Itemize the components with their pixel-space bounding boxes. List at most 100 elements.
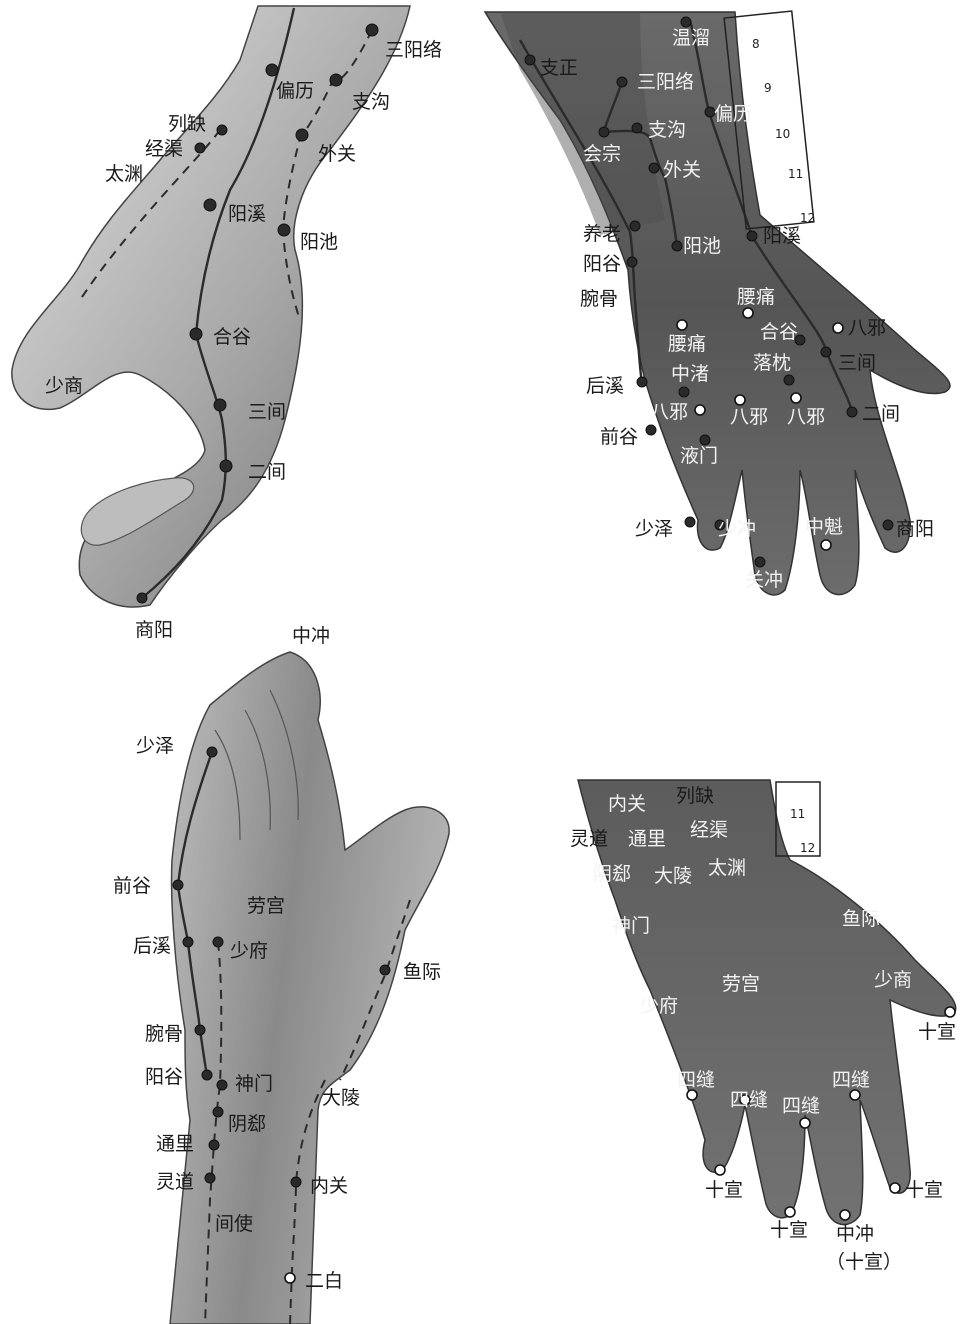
acupoint-shaofu (213, 937, 223, 947)
label-lingdao: 灵道 (570, 828, 608, 850)
acupoint-zhigou (330, 74, 342, 86)
label-jianshi: 间使 (215, 1213, 253, 1235)
acupoint-tongli (209, 1140, 219, 1150)
label-sifeng-3: 四缝 (782, 1095, 820, 1117)
acupoint-shixuan-little (715, 1165, 725, 1175)
label-sanyangluo: 三阳络 (637, 71, 694, 93)
acupoint-lingdao (205, 1173, 215, 1183)
label-baxie-3: 八邪 (730, 406, 768, 428)
acupoint-sanjian (821, 347, 831, 357)
label-lieque: 列缺 (168, 113, 206, 135)
label-qiangu: 前谷 (113, 875, 151, 897)
acupoint-yinxi (213, 1107, 223, 1117)
label-erjian: 二间 (248, 461, 286, 483)
label-pianli: 偏历 (276, 80, 314, 102)
acupoint-houxi (637, 377, 647, 387)
label-neiguan: 内关 (310, 1175, 348, 1197)
label-laogong: 劳宫 (247, 895, 285, 917)
acupoint-shenmen (217, 1080, 227, 1090)
label-yanggu: 阳谷 (145, 1066, 183, 1088)
acupoint-zhigou (632, 123, 642, 133)
label-yaotong-1: 腰痛 (737, 286, 775, 308)
acupoint-baxie-2 (695, 405, 705, 415)
label-zhongkui: 中魁 (805, 516, 843, 538)
label-sifeng-1: 四缝 (677, 1069, 715, 1091)
acupoint-yangchi (672, 241, 682, 251)
label-wangu: 腕骨 (145, 1023, 183, 1045)
label-sanjian: 三间 (838, 352, 876, 374)
acupoint-hegu (190, 328, 202, 340)
label-yuji: 鱼际 (403, 961, 441, 983)
acupoint-shangyang (137, 593, 147, 603)
acupoint-sanjian (214, 399, 226, 411)
acupoint-pianli (266, 64, 278, 76)
acupoint-shixuan-thumb (945, 1007, 955, 1017)
label-taiyuan: 太渊 (105, 163, 143, 185)
label-waiguan: 外关 (318, 143, 356, 165)
label-jingqu: 经渠 (690, 819, 728, 841)
label-shixuan-index: 十宣 (905, 1179, 943, 1201)
ruler-tick: 11 (788, 167, 803, 181)
label-wenliu: 温溜 (672, 27, 710, 49)
hand-silhouette (12, 6, 410, 607)
label-baxie-2: 八邪 (650, 401, 688, 423)
acupoint-wangu (195, 1025, 205, 1035)
panel-dorsal-radial: 三阳络 偏历 支沟 列缺 经渠 外关 太渊 阳溪 阳池 少商 合谷 三间 二间 … (12, 6, 442, 641)
cun-ruler-ticks: 8 9 10 11 12 (752, 37, 815, 225)
acupoint-sifeng-1 (687, 1090, 697, 1100)
ruler-tick: 8 (752, 37, 760, 51)
label-sanjian: 三间 (248, 401, 286, 423)
acupoint-shixuan-index (890, 1183, 900, 1193)
acupoint-wenliu (681, 17, 691, 27)
label-tongli: 通里 (628, 828, 666, 850)
label-shangyang: 商阳 (135, 619, 173, 641)
acupoint-lieque (217, 125, 227, 135)
label-yinxi: 阴郄 (228, 1113, 266, 1135)
acupoint-sifeng-3 (800, 1118, 810, 1128)
label-shixuan-little: 十宣 (705, 1179, 743, 1201)
label-houxi: 后溪 (586, 375, 624, 397)
label-sanyangluo: 三阳络 (385, 39, 442, 61)
acupoint-shixuan-ring (785, 1207, 795, 1217)
acupoint-guanchong (755, 557, 765, 567)
acupoint-waiguan (649, 163, 659, 173)
acupoint-shangyang (883, 520, 893, 530)
label-luozhen: 落枕 (753, 352, 791, 374)
label-yangchi: 阳池 (683, 235, 721, 257)
label-lingdao: 灵道 (156, 1171, 194, 1193)
acupoint-jingqu (195, 143, 205, 153)
acupoint-zhongchong (840, 1210, 850, 1220)
acupoint-yangxi (747, 231, 757, 241)
label-yanglao: 养老 (583, 223, 621, 245)
label-daling: 大陵 (654, 865, 692, 887)
cun-ruler-ticks: 11 12 (790, 807, 815, 855)
label-shixuan-note: （十宣） (826, 1251, 902, 1273)
label-sifeng-4: 四缝 (832, 1069, 870, 1091)
label-yangxi: 阳溪 (228, 203, 266, 225)
label-shaochong: 少冲 (718, 518, 756, 540)
label-qiangu: 前谷 (600, 426, 638, 448)
label-hegu: 合谷 (213, 326, 251, 348)
ruler-tick: 9 (764, 81, 772, 95)
label-shixuan-ring: 十宣 (770, 1219, 808, 1241)
label-erbai: 二白 (305, 1270, 343, 1292)
label-yangxi: 阳溪 (763, 225, 801, 247)
label-yemen: 液门 (680, 445, 718, 467)
label-shaofu: 少府 (230, 940, 268, 962)
label-huizong: 会宗 (583, 143, 621, 165)
label-zhizheng: 支正 (540, 57, 578, 79)
label-yangchi: 阳池 (300, 231, 338, 253)
label-sifeng-2: 四缝 (730, 1089, 768, 1111)
label-wangu: 腕骨 (580, 288, 618, 310)
label-yaotong-2: 腰痛 (668, 333, 706, 355)
acupoint-erjian (220, 460, 232, 472)
acupoint-baxie-1 (833, 323, 843, 333)
label-yanggu: 阳谷 (583, 253, 621, 275)
acupoint-yanggu (202, 1070, 212, 1080)
acupoint-sanyangluo (617, 77, 627, 87)
acupoint-yaotong-2 (677, 320, 687, 330)
acupoint-yangxi (204, 199, 216, 211)
acupoint-shaoze (207, 747, 217, 757)
label-neiguan: 内关 (608, 793, 646, 815)
